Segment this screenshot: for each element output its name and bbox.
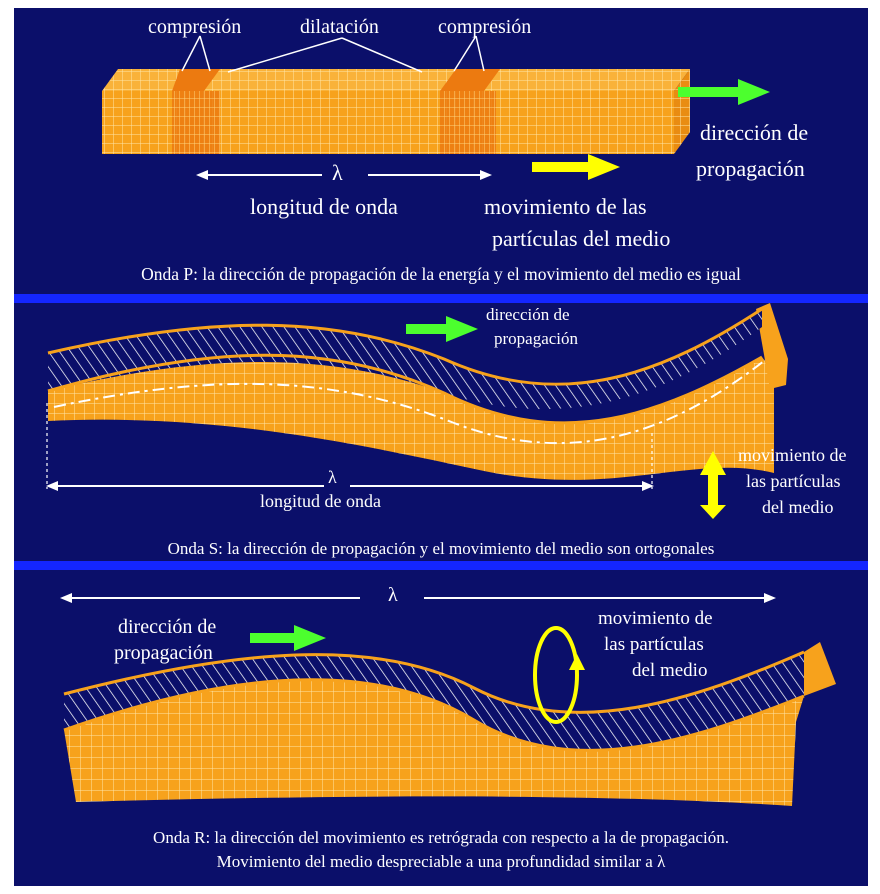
p-lambda-symbol: λ [332, 160, 343, 186]
s-wavelength-label: longitud de onda [260, 491, 381, 512]
p-propagation-label-2: propagación [696, 156, 805, 182]
r-wave-caption-1: Onda R: la dirección del movimiento es r… [14, 828, 868, 848]
p-wavelength-arrow [196, 170, 492, 180]
p-wave-panel: compresión dilatación compresión λ longi… [14, 8, 868, 294]
label-compresion-1: compresión [148, 16, 241, 39]
p-particle-motion-1: movimiento de las [484, 194, 647, 220]
separator-2 [14, 561, 868, 570]
r-propagation-arrow [250, 625, 326, 651]
s-lambda-symbol: λ [328, 467, 337, 488]
separator-1 [14, 294, 868, 303]
p-particle-motion-2: partículas del medio [492, 226, 670, 252]
p-propagation-arrow [678, 79, 770, 105]
s-propagation-label-2: propagación [494, 329, 578, 349]
s-particle-motion-3: del medio [762, 497, 833, 518]
s-propagation-label-1: dirección de [486, 305, 570, 325]
p-wave-caption: Onda P: la dirección de propagación de l… [14, 264, 868, 285]
r-wave-caption-2: Movimiento del medio despreciable a una … [14, 852, 868, 872]
p-wavelength-label: longitud de onda [250, 194, 398, 220]
p-particle-motion-arrow [532, 154, 620, 180]
r-particle-orbit [535, 628, 585, 722]
s-wave-panel: dirección de propagación λ longitud de o… [14, 303, 868, 561]
p-label-pointers [182, 36, 484, 72]
r-particle-motion-3: del medio [632, 660, 707, 682]
r-propagation-label-2: propagación [114, 642, 213, 665]
s-wave-caption: Onda S: la dirección de propagación y el… [14, 539, 868, 559]
s-propagation-arrow [406, 316, 478, 342]
r-wave-end-cap [804, 642, 836, 696]
r-particle-motion-1: movimiento de [598, 608, 713, 630]
s-particle-motion-2: las partículas [746, 471, 840, 492]
p-wave-graphic [14, 8, 868, 294]
p-propagation-label-1: dirección de [700, 120, 808, 146]
r-lambda-symbol: λ [388, 584, 398, 607]
s-wave-graphic [14, 303, 868, 561]
label-dilatacion: dilatación [300, 16, 379, 39]
s-wavelength-arrow [46, 481, 654, 491]
r-particle-motion-2: las partículas [604, 634, 704, 656]
r-propagation-label-1: dirección de [118, 616, 216, 639]
r-wavelength-arrow [60, 593, 776, 603]
s-particle-motion-1: movimiento de [738, 445, 846, 466]
r-wave-panel: λ dirección de propagación movimiento de… [14, 570, 868, 886]
label-compresion-2: compresión [438, 16, 531, 39]
